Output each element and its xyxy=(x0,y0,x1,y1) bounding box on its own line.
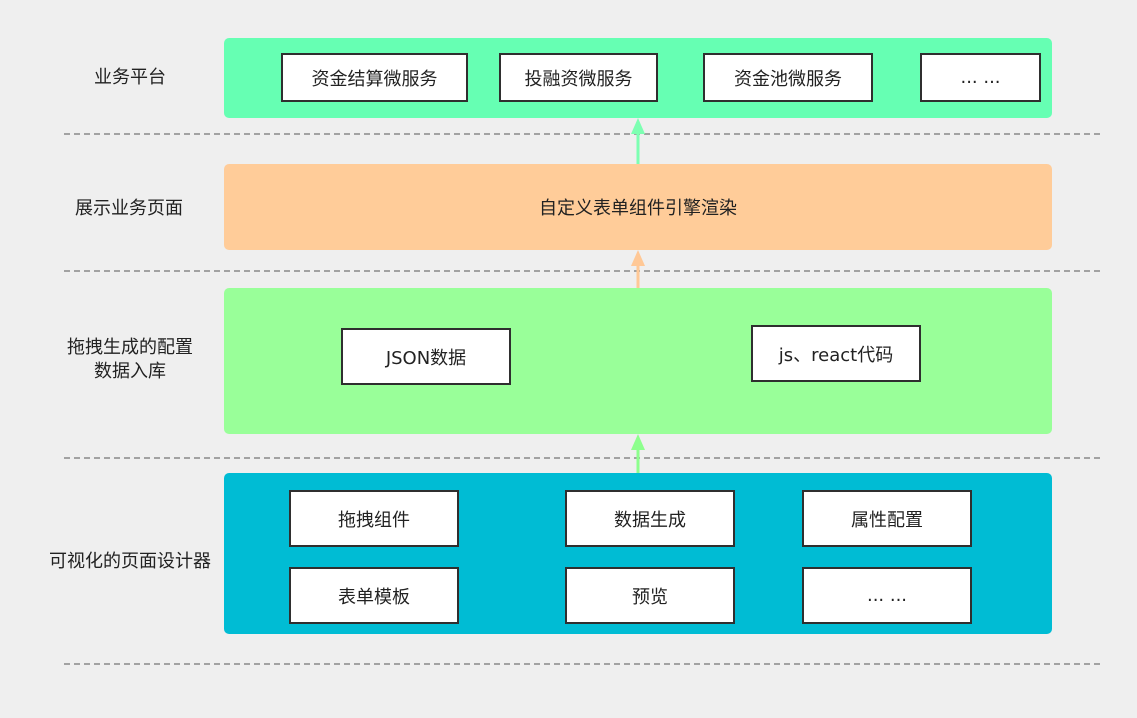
arrow-render-to-business xyxy=(631,118,645,164)
render-layer: 自定义表单组件引擎渲染 xyxy=(224,164,1052,250)
business-box-investment: 投融资微服务 xyxy=(499,53,658,102)
designer-box-drag-component: 拖拽组件 xyxy=(289,490,459,547)
designer-box-props: 属性配置 xyxy=(802,490,972,547)
layer-label-render: 展示业务页面 xyxy=(75,198,183,219)
layer-label-business: 业务平台 xyxy=(94,67,166,88)
layer-label-storage-line2: 数据入库 xyxy=(94,361,166,382)
arrow-designer-to-storage xyxy=(631,434,645,473)
designer-box-preview: 预览 xyxy=(565,567,735,624)
designer-box-more: ... ... xyxy=(802,567,972,624)
arrow-storage-to-render xyxy=(631,250,645,288)
layer-label-storage-line1: 拖拽生成的配置 xyxy=(67,337,193,358)
business-box-more: ... ... xyxy=(920,53,1041,102)
designer-box-data-gen: 数据生成 xyxy=(565,490,735,547)
storage-layer: JSON数据 js、react代码 xyxy=(224,288,1052,434)
storage-box-json: JSON数据 xyxy=(341,328,511,385)
designer-layer: 拖拽组件 数据生成 属性配置 表单模板 预览 ... ... xyxy=(224,473,1052,634)
business-layer: 资金结算微服务 投融资微服务 资金池微服务 ... ... xyxy=(224,38,1052,118)
layer-label-designer: 可视化的页面设计器 xyxy=(49,551,211,572)
business-box-cashpool: 资金池微服务 xyxy=(703,53,873,102)
designer-box-template: 表单模板 xyxy=(289,567,459,624)
business-box-settlement: 资金结算微服务 xyxy=(281,53,468,102)
storage-box-code: js、react代码 xyxy=(751,325,921,382)
render-engine-title: 自定义表单组件引擎渲染 xyxy=(539,198,737,219)
layer-label-storage: 拖拽生成的配置 数据入库 xyxy=(50,336,210,384)
